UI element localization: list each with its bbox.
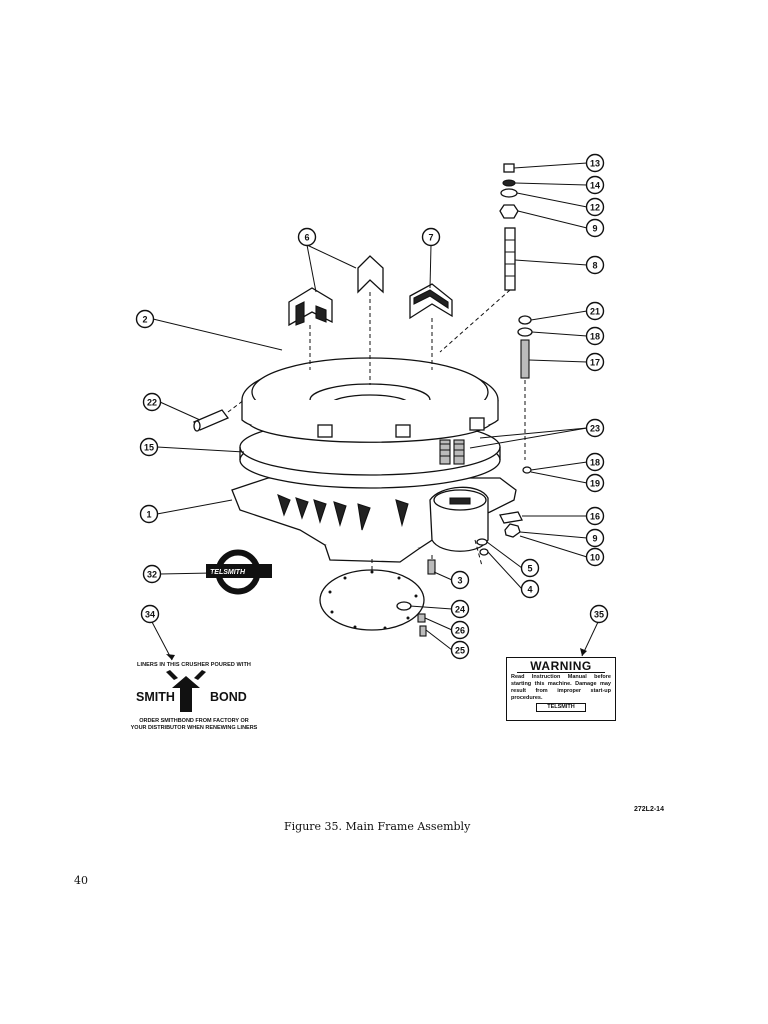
callout-1: 1	[139, 504, 159, 524]
svg-text:34: 34	[145, 610, 155, 620]
warning-body: Read Instruction Manual before starting …	[511, 674, 611, 701]
callout-8: 8	[585, 255, 605, 275]
svg-text:35: 35	[594, 610, 604, 620]
svg-text:9: 9	[592, 534, 597, 544]
svg-text:10: 10	[590, 553, 600, 563]
ring-and-adjustment-assembly	[239, 357, 501, 489]
decal-34-line2: ORDER SMITHBOND FROM FACTORY OR	[139, 718, 249, 724]
callout-19: 19	[585, 473, 605, 493]
callout-34: 34	[140, 604, 160, 624]
callout-23: 23	[585, 418, 605, 438]
callout-22: 22	[142, 392, 162, 412]
svg-text:14: 14	[590, 181, 600, 191]
svg-text:9: 9	[592, 224, 597, 234]
hopper-parts	[288, 255, 453, 327]
main-frame-body	[231, 477, 517, 563]
callout-6: 6	[297, 227, 317, 247]
svg-text:2: 2	[142, 315, 147, 325]
callout-16: 16	[585, 506, 605, 526]
callout-9-top: 9	[585, 218, 605, 238]
svg-text:21: 21	[590, 307, 600, 317]
figure-caption: Figure 35. Main Frame Assembly	[284, 820, 471, 833]
callout-32: 32	[142, 564, 162, 584]
callout-18-top: 18	[585, 326, 605, 346]
callout-2: 2	[135, 309, 155, 329]
spring-set	[439, 439, 465, 465]
callouts: 13 14 12 9 8 6 7 2 21 18 17 22 23 15 18 …	[135, 153, 609, 660]
svg-text:1: 1	[146, 510, 151, 520]
callout-10: 10	[585, 547, 605, 567]
callout-4: 4	[520, 579, 540, 599]
pin	[192, 409, 230, 432]
tie-rod-stack	[499, 163, 519, 291]
warning-title: WARNING	[517, 660, 605, 673]
svg-text:8: 8	[592, 261, 597, 271]
svg-text:17: 17	[590, 358, 600, 368]
svg-text:12: 12	[590, 203, 600, 213]
assembly-centerlines	[227, 289, 526, 570]
svg-text:15: 15	[144, 443, 154, 453]
callout-9-bottom: 9	[585, 528, 605, 548]
callout-25: 25	[450, 640, 470, 660]
svg-text:19: 19	[590, 479, 600, 489]
callout-15: 15	[139, 437, 159, 457]
svg-text:4: 4	[527, 585, 532, 595]
svg-text:13: 13	[590, 159, 600, 169]
callout-14: 14	[585, 175, 605, 195]
badge-text: TELSMITH	[210, 569, 246, 576]
svg-text:16: 16	[590, 512, 600, 522]
callout-5: 5	[520, 558, 540, 578]
decal-34-line1: LINERS IN THIS CRUSHER POURED WITH	[136, 662, 251, 668]
callout-18-bottom: 18	[585, 452, 605, 472]
figure-id: 272L2-14	[634, 806, 664, 813]
svg-text:6: 6	[304, 233, 309, 243]
svg-text:26: 26	[455, 626, 465, 636]
callout-12: 12	[585, 197, 605, 217]
right-fasteners	[427, 315, 533, 575]
svg-text:22: 22	[147, 398, 157, 408]
svg-text:18: 18	[590, 332, 600, 342]
page-number: 40	[74, 874, 88, 887]
callout-7: 7	[421, 227, 441, 247]
smithbond-logo-icon	[166, 670, 206, 712]
svg-text:3: 3	[457, 576, 462, 586]
svg-text:32: 32	[147, 570, 157, 580]
svg-text:25: 25	[455, 646, 465, 656]
callout-35: 35	[589, 604, 609, 624]
telsmith-badge: TELSMITH	[206, 549, 272, 595]
leader-lines	[151, 162, 599, 661]
warning-decal: WARNING Read Instruction Manual before s…	[506, 657, 616, 721]
callout-26: 26	[450, 620, 470, 640]
svg-text:18: 18	[590, 458, 600, 468]
callout-21: 21	[585, 301, 605, 321]
callout-24: 24	[450, 599, 470, 619]
decal-34-line3: YOUR DISTRIBUTOR WHEN RENEWING LINERS	[130, 725, 258, 731]
svg-text:24: 24	[455, 605, 465, 615]
decal-34-brand-left: SMITH	[136, 690, 175, 704]
svg-text:5: 5	[527, 564, 532, 574]
decal-34-order-text: ORDER SMITHBOND FROM FACTORY OR YOUR DIS…	[104, 718, 284, 732]
callout-17: 17	[585, 352, 605, 372]
warning-brand: TELSMITH	[536, 703, 586, 712]
callout-13: 13	[585, 153, 605, 173]
svg-text:7: 7	[428, 233, 433, 243]
cover-plate	[319, 569, 427, 637]
svg-text:23: 23	[590, 424, 600, 434]
callout-3: 3	[450, 570, 470, 590]
decal-34-brand-right: BOND	[210, 690, 247, 704]
